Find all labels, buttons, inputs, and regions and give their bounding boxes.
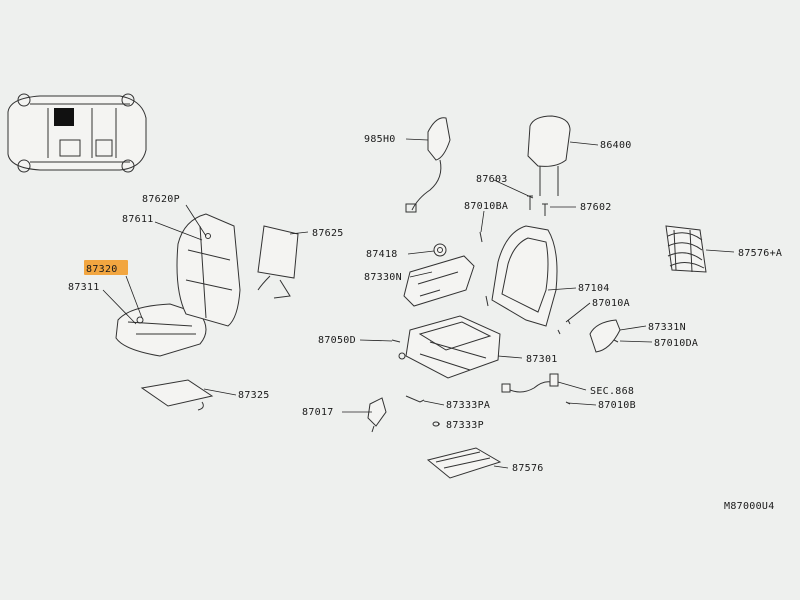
label-87320[interactable]: 87320 (86, 264, 118, 275)
label-87010da[interactable]: 87010DA (654, 338, 698, 349)
label-985h0[interactable]: 985H0 (364, 134, 396, 145)
seat-cushion-frame (405, 315, 501, 379)
drawing-code: M87000U4 (724, 501, 775, 512)
leader-lines (102, 138, 735, 469)
seat-switch-87017 (367, 397, 387, 433)
label-87625[interactable]: 87625 (312, 228, 344, 239)
side-finisher-outer (403, 255, 475, 307)
lumbar-spring-assembly (665, 225, 707, 273)
bolt-87050d (391, 339, 401, 343)
side-airbag (405, 117, 451, 213)
headrest (527, 115, 571, 196)
label-87576a[interactable]: 87576+A (738, 248, 782, 259)
clip-87010a (557, 319, 571, 335)
bolt-87602 (542, 203, 548, 216)
label-87301[interactable]: 87301 (526, 354, 558, 365)
clip-87010ba (479, 231, 483, 243)
label-87331n[interactable]: 87331N (648, 322, 686, 333)
clip-87010da (613, 339, 619, 343)
label-87330n[interactable]: 87330N (364, 272, 402, 283)
label-87576[interactable]: 87576 (512, 463, 544, 474)
label-87010b[interactable]: 87010B (598, 400, 636, 411)
label-87010a[interactable]: 87010A (592, 298, 630, 309)
label-87050d[interactable]: 87050D (318, 335, 356, 346)
label-87418[interactable]: 87418 (366, 249, 398, 260)
label-87325[interactable]: 87325 (238, 390, 270, 401)
label-87104[interactable]: 87104 (578, 283, 610, 294)
washer-87050d (398, 352, 406, 360)
label-87311[interactable]: 87311 (68, 282, 100, 293)
label-87010ba[interactable]: 87010BA (464, 201, 508, 212)
seat-back-trim (176, 213, 241, 327)
label-87602[interactable]: 87602 (580, 202, 612, 213)
seat-back-pad (257, 225, 299, 299)
label-87333pa[interactable]: 87333PA (446, 400, 490, 411)
vehicle-locator-icon (7, 93, 147, 173)
label-87620p[interactable]: 87620P (142, 194, 180, 205)
label-87603[interactable]: 87603 (476, 174, 508, 185)
seat-slide-rails (426, 447, 502, 479)
lever-87333pa (405, 395, 425, 403)
label-86400[interactable]: 86400 (600, 140, 632, 151)
label-87333p[interactable]: 87333P (446, 420, 484, 431)
seat-cushion-trim (115, 303, 207, 357)
label-sec868[interactable]: SEC.868 (590, 386, 634, 397)
highlighted-part-marker (84, 260, 128, 275)
label-87611[interactable]: 87611 (122, 214, 154, 225)
seat-back-frame (485, 225, 558, 327)
cushion-heater-mat (140, 379, 214, 411)
label-87017[interactable]: 87017 (302, 407, 334, 418)
part-labels: 87320 87311 87620P 87611 87625 87325 985… (68, 134, 782, 512)
recliner-knob (433, 243, 447, 257)
seat-harness (501, 373, 559, 393)
